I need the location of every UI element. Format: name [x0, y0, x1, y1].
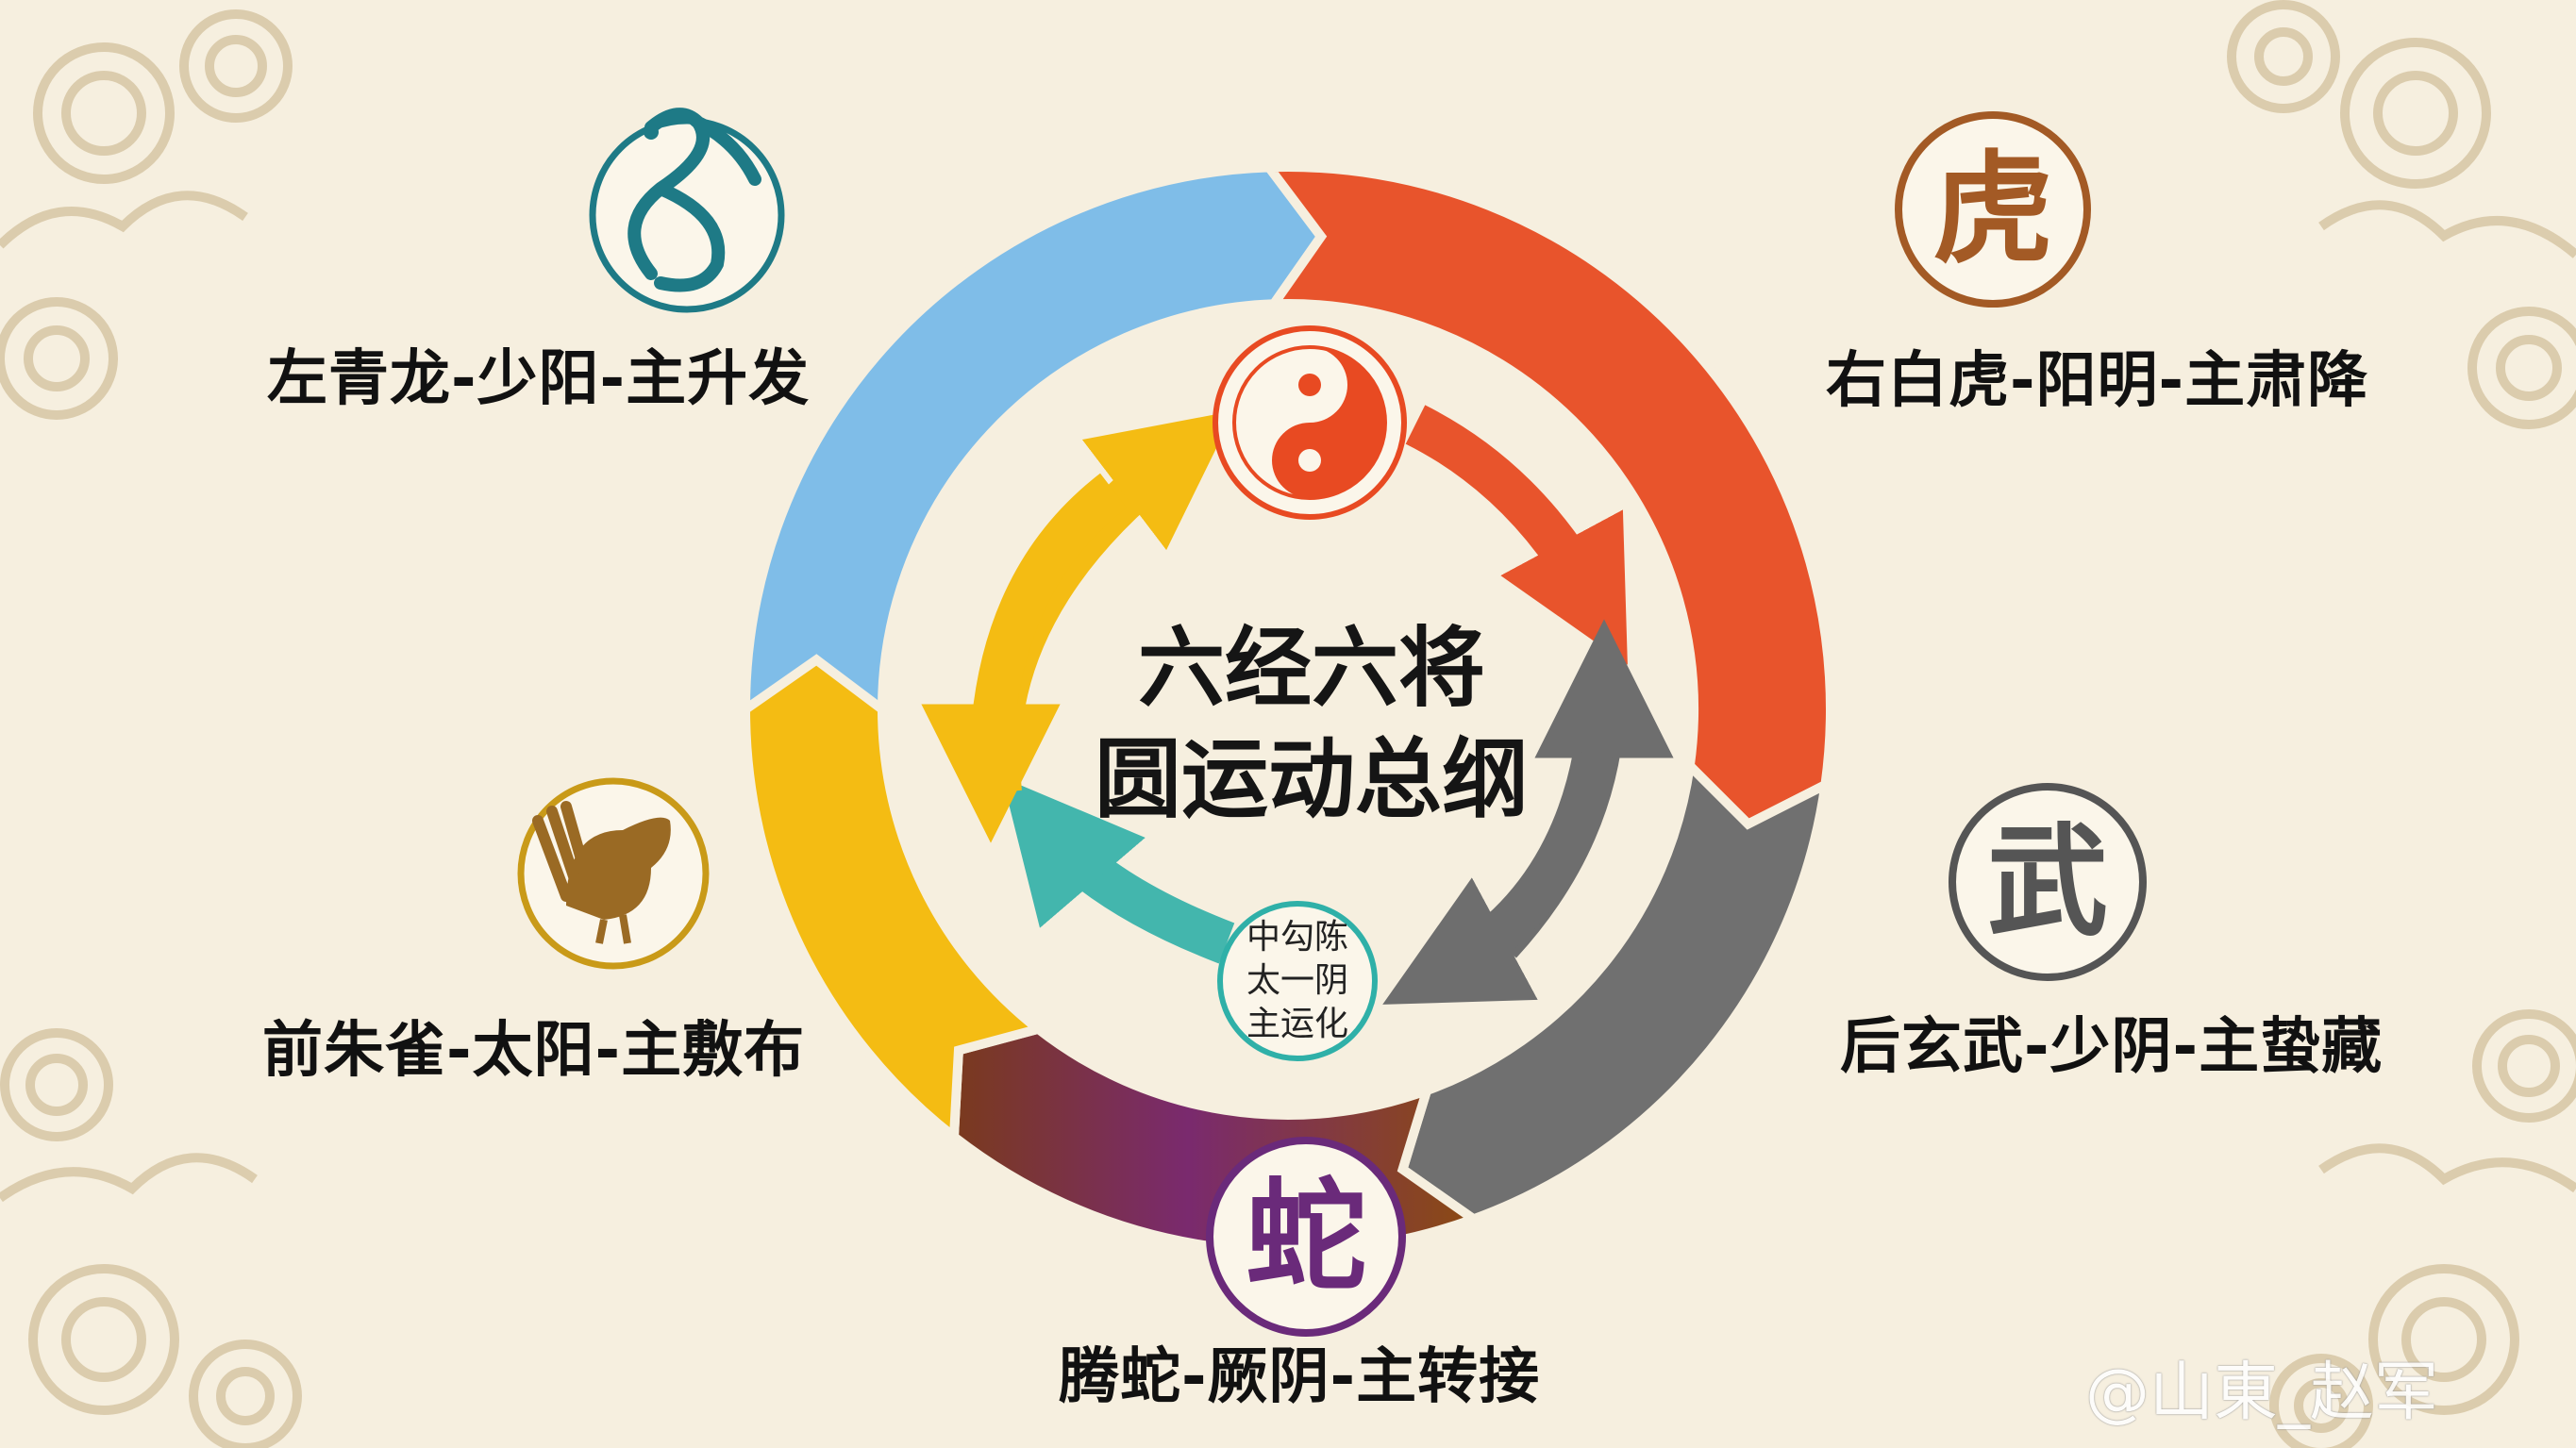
dragon-label: 左青龙-少阳-主升发: [267, 344, 811, 414]
snake-emblem: 蛇: [1206, 1137, 1406, 1337]
bird-label: 前朱雀-太阳-主敷布: [262, 1016, 806, 1086]
wu-glyph: 武: [1986, 811, 2108, 953]
tiger-label: 右白虎-阳明-主肃降: [1826, 346, 2369, 416]
ring-segment-tiger: [1260, 162, 1835, 830]
snake-label: 腾蛇-厥阴-主转接: [1059, 1342, 1541, 1412]
cloud-decoration-bottom-right: [2269, 1009, 2576, 1448]
cloud-decoration-top-right: [2227, 0, 2576, 429]
phoenix-icon: [517, 777, 710, 970]
tiger-glyph: 虎: [1932, 139, 2053, 280]
inner-arrow-yellow-down: [921, 473, 1128, 843]
center-small-line2: 太一阴: [1246, 961, 1348, 1000]
tiger-emblem: 虎: [1895, 111, 2091, 308]
yin-yang-icon: [1213, 325, 1407, 520]
cloud-decoration-top-left: [0, 9, 293, 420]
wu-label: 后玄武-少阴-主蛰藏: [1840, 1012, 2384, 1082]
center-small-line3: 主运化: [1246, 1005, 1348, 1043]
watermark: @山東_赵军: [2085, 1356, 2439, 1430]
snake-glyph: 蛇: [1245, 1166, 1366, 1307]
inner-arrow-teal: [1002, 777, 1235, 964]
center-small-circle: 中勾陈 太一阴 主运化: [1217, 901, 1378, 1061]
ring-segment-bird: [740, 654, 1049, 1146]
center-small-line1: 中勾陈: [1246, 918, 1348, 957]
outer-cycle-ring: [740, 162, 1835, 1257]
center-title-line2: 圆运动总纲: [1094, 729, 1529, 830]
cloud-decoration-bottom-left: [0, 1028, 302, 1448]
inner-arrow-red: [1405, 405, 1628, 665]
center-title: 六经六将 圆运动总纲: [1076, 613, 1547, 836]
dragon-icon: [589, 108, 785, 313]
wu-emblem: 武: [1949, 783, 2147, 981]
inner-arrow-gray-down: [1382, 750, 1616, 1005]
center-title-line1: 六经六将: [1137, 618, 1485, 719]
